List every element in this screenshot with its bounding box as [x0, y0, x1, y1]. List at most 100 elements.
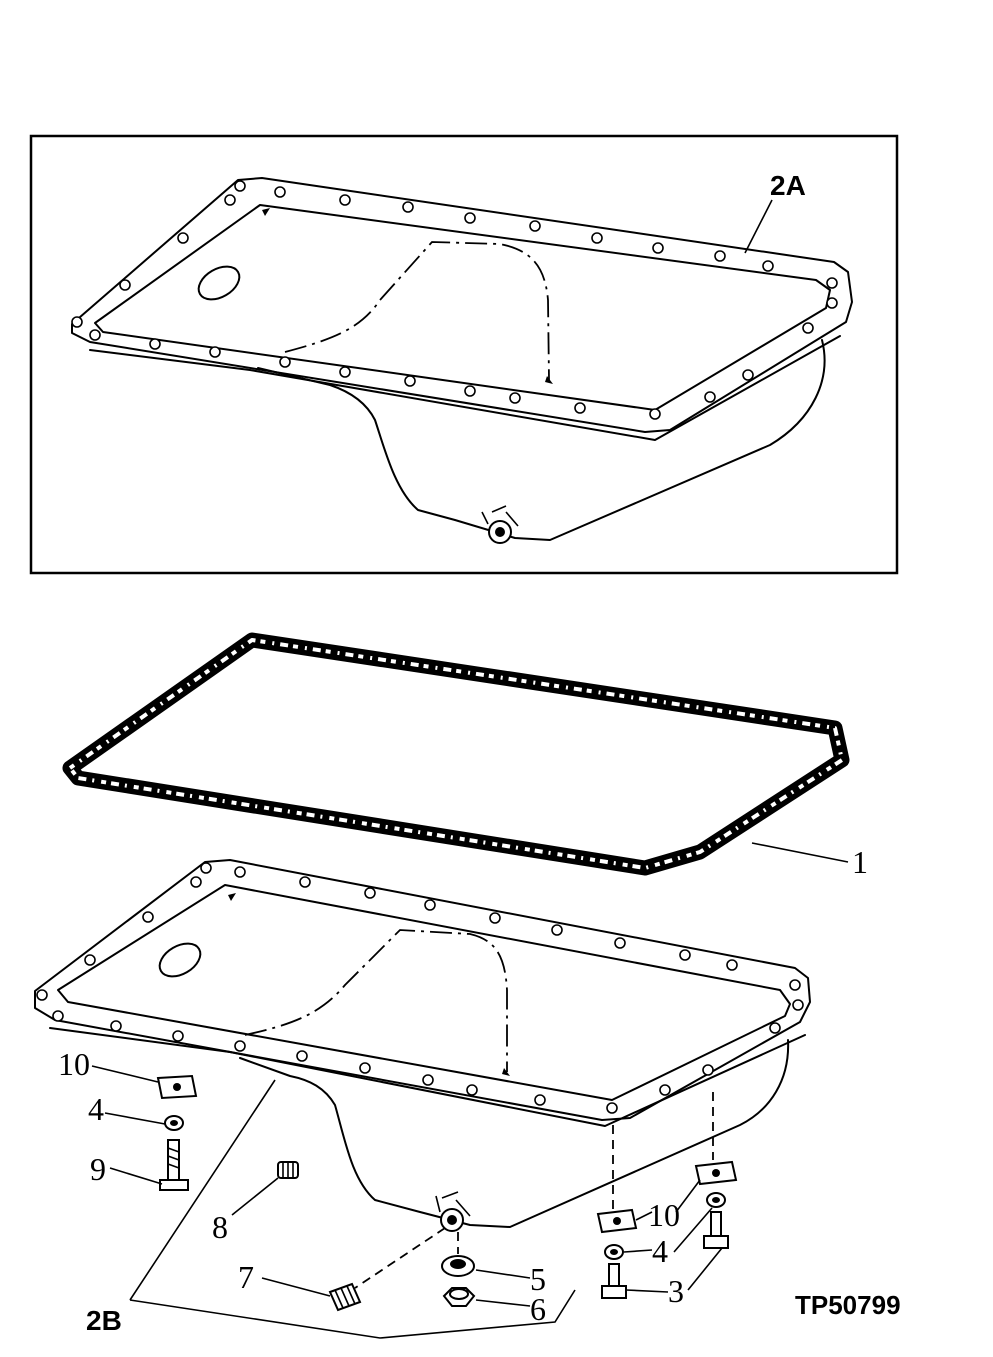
bolt-hole: [606, 1102, 618, 1114]
bolt-hole: [224, 194, 236, 206]
pan-bolt-holes: [36, 862, 804, 1114]
callout-7: 7: [238, 1259, 254, 1295]
callout-4-right: 4: [652, 1233, 668, 1269]
inset-pan-flange-outer: [71, 177, 853, 433]
bolt-hole: [574, 402, 586, 414]
washer-left-inner: [170, 1120, 178, 1126]
bolt-hole: [119, 279, 131, 291]
bolt-hole: [679, 949, 691, 961]
callout-8: 8: [212, 1209, 228, 1245]
bolt-hole: [762, 260, 774, 272]
inset-pan-body: [257, 339, 826, 541]
bolt-hole: [614, 937, 626, 949]
bolt-hole: [826, 277, 838, 289]
bolt-hole: [149, 338, 161, 350]
bolt-hole: [177, 232, 189, 244]
inset-marker: [545, 376, 553, 384]
bolt-hole: [404, 375, 416, 387]
bolt-hole: [742, 369, 754, 381]
leader-10-right: [635, 1179, 701, 1221]
bolt-hole: [274, 186, 286, 198]
callout-2b: 2B: [86, 1305, 122, 1336]
bolt-hole: [659, 1084, 671, 1096]
callout-10-right: 10: [648, 1197, 680, 1233]
bolt-hole: [190, 876, 202, 888]
bolt-hole: [769, 1022, 781, 1034]
leader-2b: [129, 1079, 576, 1339]
inset-pan-flange-inner: [94, 204, 831, 411]
bolt-hole: [89, 329, 101, 341]
plate-right-back-hole: [712, 1169, 720, 1177]
bolt-hole: [339, 366, 351, 378]
bolt-hole: [339, 194, 351, 206]
bolt-hole: [464, 385, 476, 397]
plate-left-hole: [173, 1083, 181, 1091]
leader-3: [625, 1247, 723, 1293]
bolt-hole: [551, 924, 563, 936]
leader-5: [475, 1269, 531, 1279]
bolt-hole: [649, 408, 661, 420]
pan-marker: [502, 1068, 510, 1076]
oil-pan: [34, 859, 811, 1232]
inset-pan-rim-lower: [89, 335, 841, 441]
bolt-hole: [652, 242, 664, 254]
bolt-hole: [71, 316, 83, 328]
bolt-hole: [529, 220, 541, 232]
washer-right-back-inner: [712, 1197, 720, 1203]
inset-oval-opening: [197, 265, 241, 301]
washer-right-front-inner: [610, 1249, 618, 1255]
bolt-hole: [702, 1064, 714, 1076]
screw-right-front-head: [601, 1285, 627, 1299]
bolt-hole: [464, 212, 476, 224]
pan-drain-boss-core: [447, 1215, 457, 1225]
inset-frame: [29, 134, 899, 575]
callout-10-left: 10: [58, 1046, 90, 1082]
gasket-texture: [68, 638, 844, 870]
bolt-hole: [591, 232, 603, 244]
callout-6: 6: [530, 1291, 546, 1327]
inset-marker: [262, 208, 270, 216]
bolt-hole: [299, 876, 311, 888]
figure-code: TP50799: [795, 1290, 901, 1320]
inset-drain-mark: [481, 505, 519, 527]
bolt-hole: [726, 959, 738, 971]
bolt-hole: [509, 392, 521, 404]
bolt-hole: [209, 346, 221, 358]
screw-left-thread: [167, 1147, 180, 1169]
bolt-hole: [402, 201, 414, 213]
screw-left-head: [159, 1179, 189, 1191]
bolt-hole: [142, 911, 154, 923]
bolt-hole: [110, 1020, 122, 1032]
left-fasteners: 10 4 9: [58, 1046, 198, 1191]
drain-parts: 7 5 6: [238, 1227, 546, 1327]
bolt-hole: [802, 322, 814, 334]
bracket-2b: 2B: [86, 1079, 576, 1339]
bolt-hole: [489, 912, 501, 924]
callout-4-left: 4: [88, 1091, 104, 1127]
bolt-hole: [279, 356, 291, 368]
bolt-hole: [234, 180, 246, 192]
pan-flange-outer: [34, 859, 811, 1121]
leader-8: [231, 1177, 279, 1216]
inset-bolt-holes: [71, 180, 838, 420]
bolt-hole: [234, 866, 246, 878]
bolt-hole: [534, 1094, 546, 1106]
bolt-hole: [714, 250, 726, 262]
screw-right-back-shank: [710, 1211, 722, 1237]
bolt-hole: [296, 1050, 308, 1062]
leader-9: [109, 1167, 163, 1185]
pan-rim-lower: [49, 1027, 806, 1127]
bolt-hole: [826, 297, 838, 309]
bolt-hole: [359, 1062, 371, 1074]
pan-oval-opening: [158, 942, 202, 978]
callout-1: 1: [852, 844, 868, 880]
callout-5: 5: [530, 1261, 546, 1297]
callout-2a: 2A: [770, 170, 806, 201]
right-fasteners: 10 4 3: [596, 1092, 738, 1309]
plug-7-thread: [334, 1285, 356, 1309]
bolt-hole: [364, 887, 376, 899]
pan-marker: [228, 893, 236, 901]
callout-3: 3: [668, 1273, 684, 1309]
inset-drain-plug-core: [495, 527, 505, 537]
